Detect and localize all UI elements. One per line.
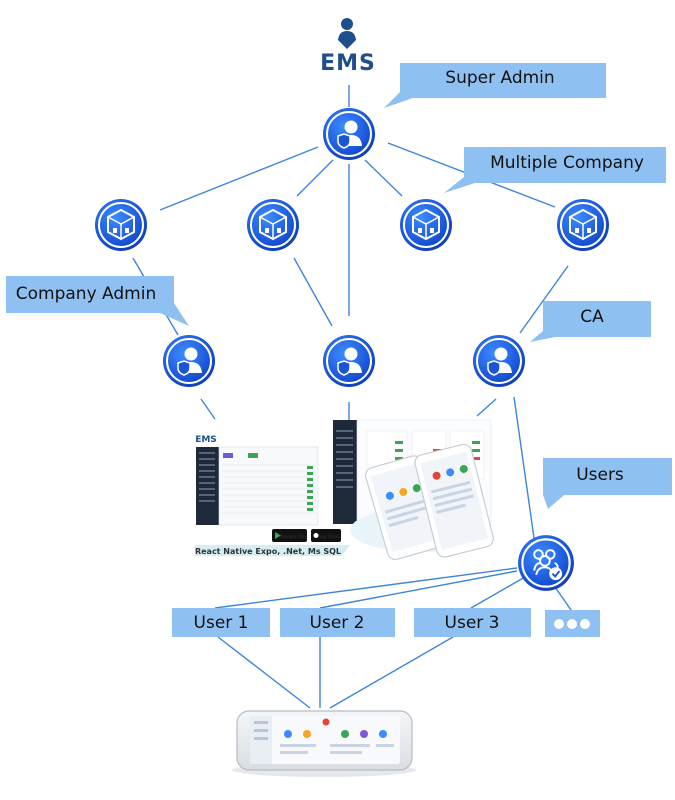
tech-stack-banner: React Native Expo, .Net, Ms SQL — [195, 545, 350, 556]
company-admin-node-ca — [472, 334, 526, 388]
connector-admin3-users — [513, 396, 535, 539]
users-node — [517, 534, 575, 592]
callout-multiple-company: Multiple Company — [444, 147, 666, 193]
callout-users: Users — [543, 458, 672, 509]
admin-nodes — [162, 334, 526, 388]
connector-users-user3 — [470, 576, 526, 609]
connector-user1-phone — [217, 636, 311, 709]
callout-ca-text: CA — [580, 307, 604, 327]
app-store-badge: App Store — [311, 529, 341, 542]
callout-company-admin: Company Admin — [6, 276, 189, 326]
company-node-4 — [556, 198, 610, 252]
connector-users-user2 — [319, 570, 518, 609]
svg-text:App Store: App Store — [318, 534, 340, 540]
connector-company4-admin3 — [519, 265, 569, 334]
svg-text:Google Play: Google Play — [281, 534, 308, 540]
user-shield-icon — [322, 107, 376, 161]
connector-users-user1 — [214, 567, 518, 609]
connector-user3-phone — [329, 636, 454, 709]
connector-company2-admin2 — [293, 257, 333, 327]
phone-mockup-right — [414, 443, 494, 558]
company-admin-node-1 — [162, 334, 216, 388]
callout-ca: CA — [530, 301, 651, 342]
connector-superadmin-company3 — [364, 159, 403, 197]
connector-superadmin-company2 — [296, 159, 334, 197]
logo-text: EMS — [320, 51, 376, 76]
logo-person-body — [338, 31, 356, 49]
user-box-3: User 3 — [414, 608, 531, 637]
phone-app-icons — [284, 718, 387, 738]
user-box-more — [545, 610, 600, 637]
callout-users-text: Users — [576, 465, 624, 485]
company-admin-node-2 — [322, 334, 376, 388]
user-box-2-label: User 2 — [310, 613, 365, 633]
connector-superadmin-company1 — [159, 146, 319, 211]
user-box-1-label: User 1 — [194, 613, 249, 633]
user-box-3-label: User 3 — [445, 613, 500, 633]
mini-logo-text: EMS — [195, 435, 217, 445]
company-node-2 — [246, 198, 300, 252]
users-group-check-icon — [517, 534, 575, 592]
logo-person-head — [341, 18, 353, 30]
connector-admin3-portal — [476, 398, 497, 417]
play-icon — [275, 532, 281, 539]
company-nodes — [94, 198, 610, 252]
callout-super-admin: Super Admin — [384, 63, 606, 108]
more-dots-icon — [554, 619, 590, 629]
apple-icon — [313, 533, 319, 538]
callout-multiple-company-text: Multiple Company — [490, 153, 644, 173]
company-node-1 — [94, 198, 148, 252]
user-box-2: User 2 — [280, 608, 395, 637]
tech-stack-text: React Native Expo, .Net, Ms SQL — [195, 547, 341, 556]
portal-screenshot-collage: EMS — [195, 419, 494, 561]
user-box-1: User 1 — [172, 608, 270, 637]
web-admin-screenshot: EMS — [195, 435, 319, 526]
company-node-3 — [399, 198, 453, 252]
callout-company-admin-text: Company Admin — [16, 284, 156, 304]
google-play-badge: Google Play — [272, 529, 308, 542]
callout-super-admin-text: Super Admin — [445, 68, 554, 88]
mobile-phone-mockup — [232, 710, 416, 777]
super-admin-node — [322, 107, 376, 161]
ems-logo: EMS — [320, 18, 376, 76]
connector-admin1-portal — [200, 398, 216, 420]
